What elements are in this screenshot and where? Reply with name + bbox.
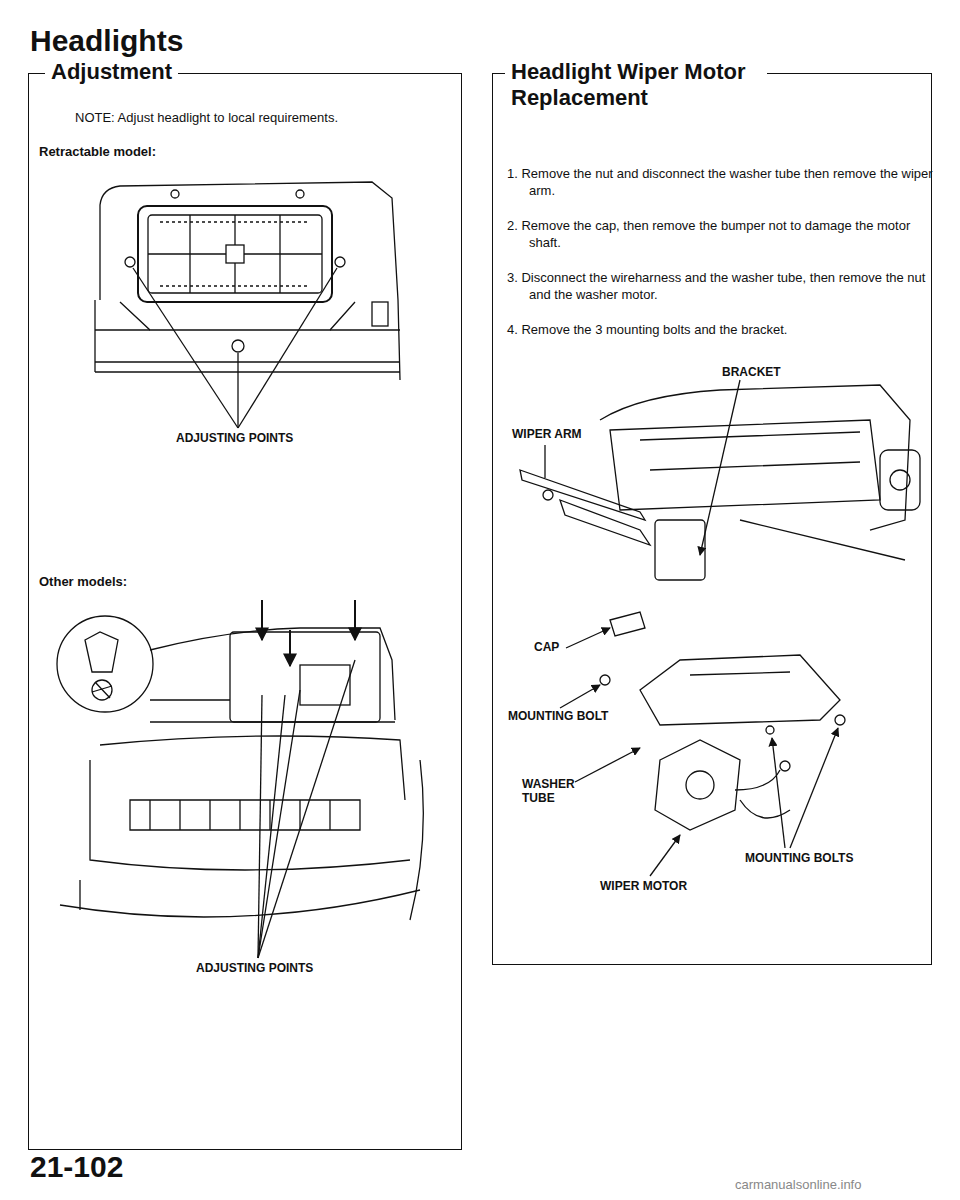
procedure-step: 1. Remove the nut and disconnect the was… [507, 166, 934, 200]
part-label: MOUNTING BOLT [508, 710, 608, 724]
part-label: WASHER TUBE [522, 778, 584, 806]
part-label: BRACKET [722, 366, 781, 380]
body-text: NOTE: Adjust headlight to local requirem… [75, 110, 445, 127]
wiper-motor-assembly [520, 380, 920, 876]
part-label: CAP [534, 641, 559, 655]
part-label: WIPER MOTOR [600, 880, 687, 894]
procedure-step: 3. Disconnect the wireharness and the wa… [507, 270, 934, 304]
part-label: ADJUSTING POINTS [176, 432, 293, 446]
procedure-step: 2. Remove the cap, then remove the bumpe… [507, 218, 934, 252]
retractable-headlight [95, 182, 400, 428]
section-heading: Headlight Wiper Motor Replacement [505, 59, 767, 112]
procedure-step: 4. Remove the 3 mounting bolts and the b… [507, 322, 934, 339]
watermark: carmanualsonline.info [735, 1178, 861, 1193]
body-text: Other models: [39, 574, 127, 591]
section-panel: AdjustmentNOTE: Adjust headlight to loca… [28, 73, 462, 1150]
part-label: MOUNTING BOLTS [745, 852, 853, 866]
other-headlight [57, 600, 423, 958]
page-number: 21-102 [30, 1150, 123, 1185]
part-label: ADJUSTING POINTS [196, 962, 313, 976]
part-label: WIPER ARM [512, 428, 582, 442]
section-panel: Headlight Wiper Motor Replacement1. Remo… [492, 73, 932, 965]
section-heading: Adjustment [45, 59, 178, 85]
body-text: Retractable model: [39, 144, 156, 161]
page-title: Headlights [30, 24, 183, 59]
